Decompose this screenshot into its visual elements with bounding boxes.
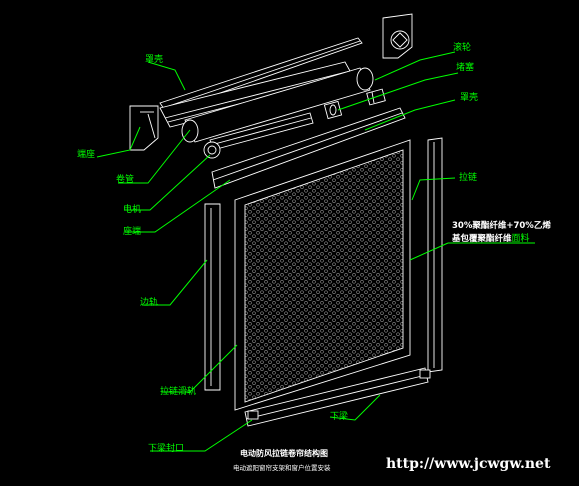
- label-end-cap: 端座: [77, 148, 95, 160]
- end-cap-drawing: [129, 105, 159, 151]
- label-end-left: 座端: [123, 225, 141, 237]
- pulley-part: [323, 100, 343, 120]
- fabric-note-line1: 30%聚酯纤维+70%乙烯: [452, 220, 551, 231]
- label-zipper: 拉链: [459, 171, 477, 183]
- caption-subtitle: 电动遮阳窗帘支架和窗户位置安装: [233, 463, 331, 472]
- fabric-note-line2: 基包覆聚酯纤维面料: [451, 232, 530, 244]
- label-cover-right: 罩壳: [460, 91, 478, 103]
- left-side-rail-drawing: [204, 203, 221, 391]
- label-pulley: 滚轮: [453, 41, 471, 53]
- label-side-rail: 边轨: [140, 296, 158, 308]
- motor-drawing: [203, 112, 314, 159]
- label-roller-tube: 卷管: [116, 173, 134, 185]
- mounting-bracket: [382, 13, 413, 59]
- label-bottom-bar: 下梁: [330, 410, 348, 422]
- watermark-url: http://www.jcwgw.net: [386, 456, 551, 472]
- bottom-bar-drawing: [244, 367, 431, 427]
- right-cover-shell: [211, 107, 406, 189]
- caption-title: 电动防风拉链卷帘结构图: [240, 448, 328, 458]
- label-plug: 堵塞: [456, 61, 474, 73]
- roller-tube-drawing: [181, 67, 374, 143]
- label-bottom-seal: 下梁封口: [148, 442, 184, 454]
- label-zip-guide: 拉链滑轨: [160, 385, 196, 397]
- screen-panel: [234, 139, 411, 411]
- right-side-rail-drawing: [427, 137, 443, 373]
- leader-lines: [96, 51, 535, 452]
- label-motor: 电机: [123, 203, 141, 215]
- label-cover-top: 罩壳: [145, 53, 163, 65]
